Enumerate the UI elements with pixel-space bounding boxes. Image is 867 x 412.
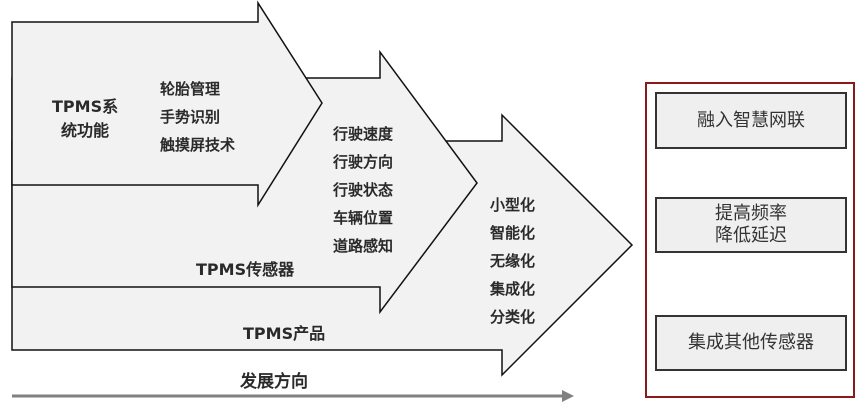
box-text: 提高频率 [715,203,787,224]
list-item: 无缘化 [490,252,536,270]
list-item: 车辆位置 [333,209,394,227]
trend-panel: 融入智慧网联 提高频率 降低延迟 集成其他传感器 [645,82,855,398]
direction-arrow-head [562,390,574,402]
list-item: 智能化 [490,224,536,242]
list-item: 行驶速度 [333,125,394,143]
trend-box-frequency-latency: 提高频率 降低延迟 [655,197,847,253]
list-item: 行驶方向 [333,153,394,171]
tpms-function-title: TPMS系 统功能 [52,95,118,143]
tpms-sensor-title: TPMS传感器 [196,260,295,279]
list-item: 行驶状态 [333,181,394,199]
sensor-items: 行驶速度 行驶方向 行驶状态 车辆位置 道路感知 [333,120,393,260]
direction-label: 发展方向 [240,372,308,392]
title-line: TPMS系 [52,97,119,116]
list-item: 道路感知 [333,237,394,255]
box-text: 集成其他传感器 [688,332,814,353]
list-item: 小型化 [490,196,536,214]
list-item: 集成化 [490,280,536,298]
box-text: 融入智慧网联 [697,109,805,131]
arrow-tpms-function [11,0,323,208]
box-text: 降低延迟 [715,225,787,246]
list-item: 手势识别 [160,108,221,126]
list-item: 轮胎管理 [160,80,221,98]
trend-box-smart-connected: 融入智慧网联 [655,92,847,149]
list-item: 分类化 [490,308,536,326]
list-item: 触摸屏技术 [160,136,236,154]
title-line: 统功能 [61,121,110,140]
trend-box-integrate-sensors: 集成其他传感器 [655,315,847,371]
function-items: 轮胎管理 手势识别 触摸屏技术 [160,75,235,159]
product-items: 小型化 智能化 无缘化 集成化 分类化 [490,191,535,331]
tpms-product-title: TPMS产品 [243,324,326,343]
